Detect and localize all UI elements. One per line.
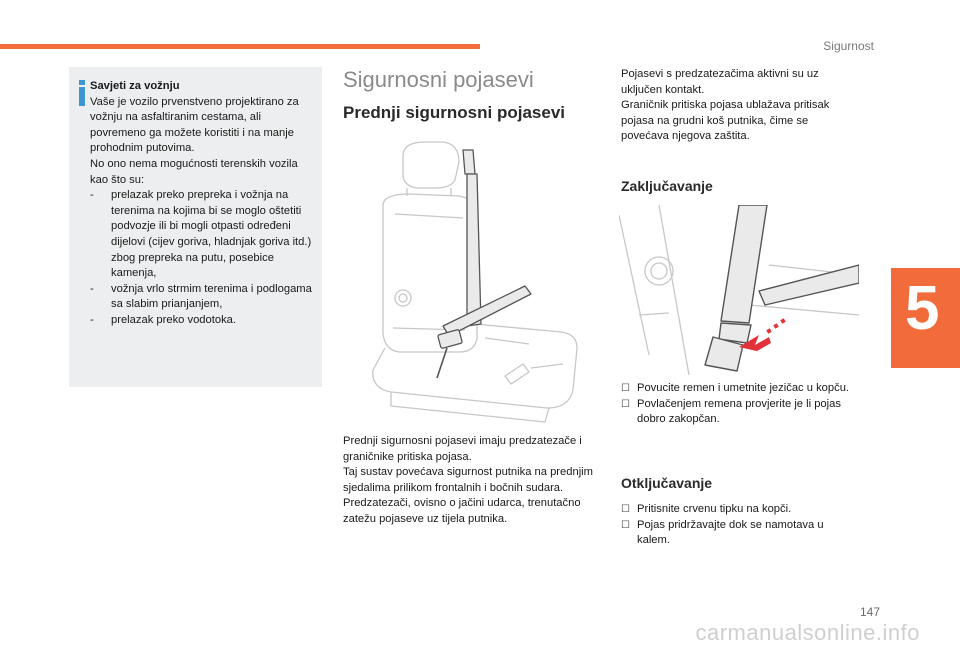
- seatbelt: [436, 149, 532, 379]
- locking-heading: Zaključavanje: [621, 178, 713, 194]
- front-belts-text: Prednji sigurnosni pojasevi imaju predza…: [343, 434, 598, 528]
- tip-lead: No ono nema mogućnosti terenskih vozila …: [90, 157, 298, 186]
- seat-illustration: [372, 141, 578, 423]
- page-number: 147: [859, 605, 880, 619]
- checkbox-icon: ☐: [621, 519, 630, 531]
- chapter-tab: 5: [891, 268, 960, 368]
- info-icon: [78, 80, 86, 106]
- unlocking-steps: ☐Pritisnite crvenu tipku na kopči. ☐Poja…: [621, 502, 856, 549]
- right-text-1: Pojasevi s predzatezačima aktivni su uz …: [621, 68, 819, 96]
- unlocking-list: ☐Pritisnite crvenu tipku na kopči. ☐Poja…: [621, 502, 856, 549]
- right-text-2: Graničnik pritiska pojasa ublažava priti…: [621, 99, 830, 143]
- checkbox-icon: ☐: [621, 398, 630, 410]
- checkbox-icon: ☐: [621, 383, 630, 394]
- tip-title: Savjeti za vožnju: [90, 80, 180, 92]
- driving-tips-box: Savjeti za vožnju Vaše je vozilo prvenst…: [69, 67, 322, 387]
- list-item: prelazak preko prepreka i vožnja na tere…: [90, 188, 318, 282]
- list-item: prelazak preko vodotoka.: [90, 313, 318, 329]
- section-heading: Prednji sigurnosni pojasevi: [343, 103, 565, 122]
- chapter-number: 5: [905, 274, 940, 343]
- checkbox-icon: ☐: [621, 504, 630, 515]
- tip-list: prelazak preko prepreka i vožnja na tere…: [90, 188, 318, 328]
- page-title: Sigurnosni pojasevi: [343, 67, 534, 92]
- tip-intro: Vaše je vozilo prvenstveno projektirano …: [90, 95, 299, 155]
- header-accent-bar: [0, 44, 480, 49]
- list-item: ☐Pojas pridržavajte dok se namotava u ka…: [621, 518, 824, 547]
- front-text-1: Prednji sigurnosni pojasevi imaju predza…: [343, 435, 582, 463]
- tip-content: Savjeti za vožnju Vaše je vozilo prvenst…: [90, 79, 318, 329]
- watermark: carmanualsonline.info: [695, 620, 920, 645]
- buckle-illustration: [619, 205, 859, 376]
- buckle-belt: [704, 205, 859, 372]
- locking-steps: ☐Povucite remen i umetnite jezičac u kop…: [621, 381, 871, 428]
- list-item: ☐Povlačenjem remena provjerite je li poj…: [621, 397, 841, 426]
- unlocking-heading: Otključavanje: [621, 475, 713, 491]
- pretensioner-text: Pojasevi s predzatezačima aktivni su uz …: [621, 67, 856, 145]
- locking-list: ☐Povucite remen i umetnite jezičac u kop…: [621, 381, 871, 428]
- list-item: ☐Povucite remen i umetnite jezičac u kop…: [621, 381, 871, 397]
- list-item: vožnja vrlo strmim terenima i podlogama …: [90, 282, 318, 313]
- direction-arrow: [739, 318, 786, 353]
- list-item: ☐Pritisnite crvenu tipku na kopči.: [621, 502, 856, 518]
- section-label: Sigurnost: [823, 39, 874, 53]
- front-text-2: Taj sustav povećava sigurnost putnika na…: [343, 466, 593, 525]
